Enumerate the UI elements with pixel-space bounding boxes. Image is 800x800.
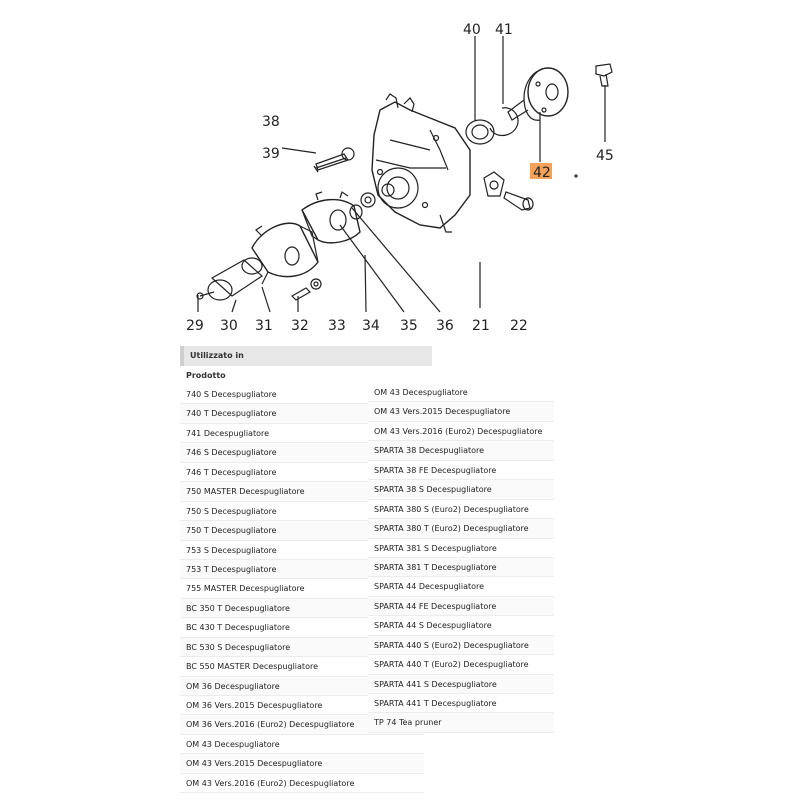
product-link[interactable]: TP 74 Tea pruner [368, 713, 554, 733]
product-link[interactable]: 740 T Decespugliatore [180, 404, 424, 424]
callout-39[interactable]: 39 [262, 146, 280, 162]
product-link[interactable]: 750 T Decespugliatore [180, 521, 424, 541]
callout-35[interactable]: 35 [400, 318, 418, 334]
callout-42[interactable]: 42 [533, 165, 551, 181]
product-link[interactable]: BC 350 T Decespugliatore [180, 598, 424, 619]
product-link[interactable]: SPARTA 44 S Decespugliatore [368, 616, 554, 636]
used-in-section: Utilizzato in Prodotto [180, 346, 554, 386]
product-link[interactable]: SPARTA 441 S Decespugliatore [368, 674, 554, 694]
callout-32[interactable]: 32 [291, 318, 309, 334]
used-in-header: Utilizzato in [180, 346, 432, 366]
product-link[interactable]: 753 S Decespugliatore [180, 540, 424, 560]
product-link[interactable]: OM 43 Vers.2015 Decespugliatore [368, 402, 554, 422]
product-link[interactable]: SPARTA 44 Decespugliatore [368, 577, 554, 597]
product-link[interactable]: SPARTA 440 S (Euro2) Decespugliatore [368, 635, 554, 656]
callout-34[interactable]: 34 [362, 318, 380, 334]
product-link[interactable]: 750 MASTER Decespugliatore [180, 482, 424, 502]
product-link[interactable]: OM 43 Vers.2016 (Euro2) Decespugliatore [368, 421, 554, 442]
callout-22[interactable]: 22 [510, 318, 528, 334]
product-link[interactable]: SPARTA 44 FE Decespugliatore [368, 596, 554, 617]
product-link[interactable]: BC 430 T Decespugliatore [180, 618, 424, 638]
product-link[interactable]: OM 43 Vers.2016 (Euro2) Decespugliatore [180, 773, 424, 794]
product-link[interactable]: BC 530 S Decespugliatore [180, 637, 424, 658]
product-link[interactable]: 746 T Decespugliatore [180, 462, 424, 483]
product-subheader: Prodotto [186, 371, 226, 380]
callout-41[interactable]: 41 [495, 22, 513, 38]
product-link[interactable]: 740 S Decespugliatore [180, 385, 424, 405]
product-link[interactable]: 746 S Decespugliatore [180, 443, 424, 463]
product-link[interactable]: OM 43 Decespugliatore [180, 734, 424, 755]
product-link[interactable]: SPARTA 38 FE Decespugliatore [368, 460, 554, 481]
callout-21[interactable]: 21 [472, 318, 490, 334]
product-link[interactable]: 741 Decespugliatore [180, 423, 424, 444]
product-link[interactable]: 750 S Decespugliatore [180, 501, 424, 522]
callout-highlight [530, 163, 552, 179]
product-link[interactable]: SPARTA 38 Decespugliatore [368, 441, 554, 461]
product-link[interactable]: SPARTA 381 T Decespugliatore [368, 557, 554, 578]
callout-45[interactable]: 45 [596, 148, 614, 164]
callout-38[interactable]: 38 [262, 114, 280, 130]
product-link[interactable]: OM 36 Vers.2016 (Euro2) Decespugliatore [180, 715, 424, 735]
exploded-parts-diagram: 29 30 31 32 33 34 35 36 21 22 38 39 40 4… [186, 22, 614, 334]
product-link[interactable]: SPARTA 441 T Decespugliatore [368, 694, 554, 714]
product-link[interactable]: BC 550 MASTER Decespugliatore [180, 657, 424, 677]
product-link[interactable]: SPARTA 440 T (Euro2) Decespugliatore [368, 655, 554, 675]
product-link[interactable]: SPARTA 380 T (Euro2) Decespugliatore [368, 519, 554, 539]
callout-30[interactable]: 30 [220, 318, 238, 334]
product-link[interactable]: SPARTA 381 S Decespugliatore [368, 538, 554, 558]
product-link[interactable]: OM 43 Decespugliatore [368, 383, 554, 403]
callout-31[interactable]: 31 [255, 318, 273, 334]
product-link[interactable]: 755 MASTER Decespugliatore [180, 579, 424, 599]
callout-36[interactable]: 36 [436, 318, 454, 334]
callout-29[interactable]: 29 [186, 318, 204, 334]
callout-40[interactable]: 40 [463, 22, 481, 38]
product-link[interactable]: OM 36 Vers.2015 Decespugliatore [180, 696, 424, 716]
product-link[interactable]: 753 T Decespugliatore [180, 559, 424, 580]
product-link[interactable]: OM 36 Decespugliatore [180, 676, 424, 696]
product-link[interactable]: SPARTA 38 S Decespugliatore [368, 480, 554, 500]
product-link[interactable]: OM 43 Vers.2015 Decespugliatore [180, 754, 424, 774]
product-link[interactable]: SPARTA 380 S (Euro2) Decespugliatore [368, 499, 554, 520]
callout-33[interactable]: 33 [328, 318, 346, 334]
